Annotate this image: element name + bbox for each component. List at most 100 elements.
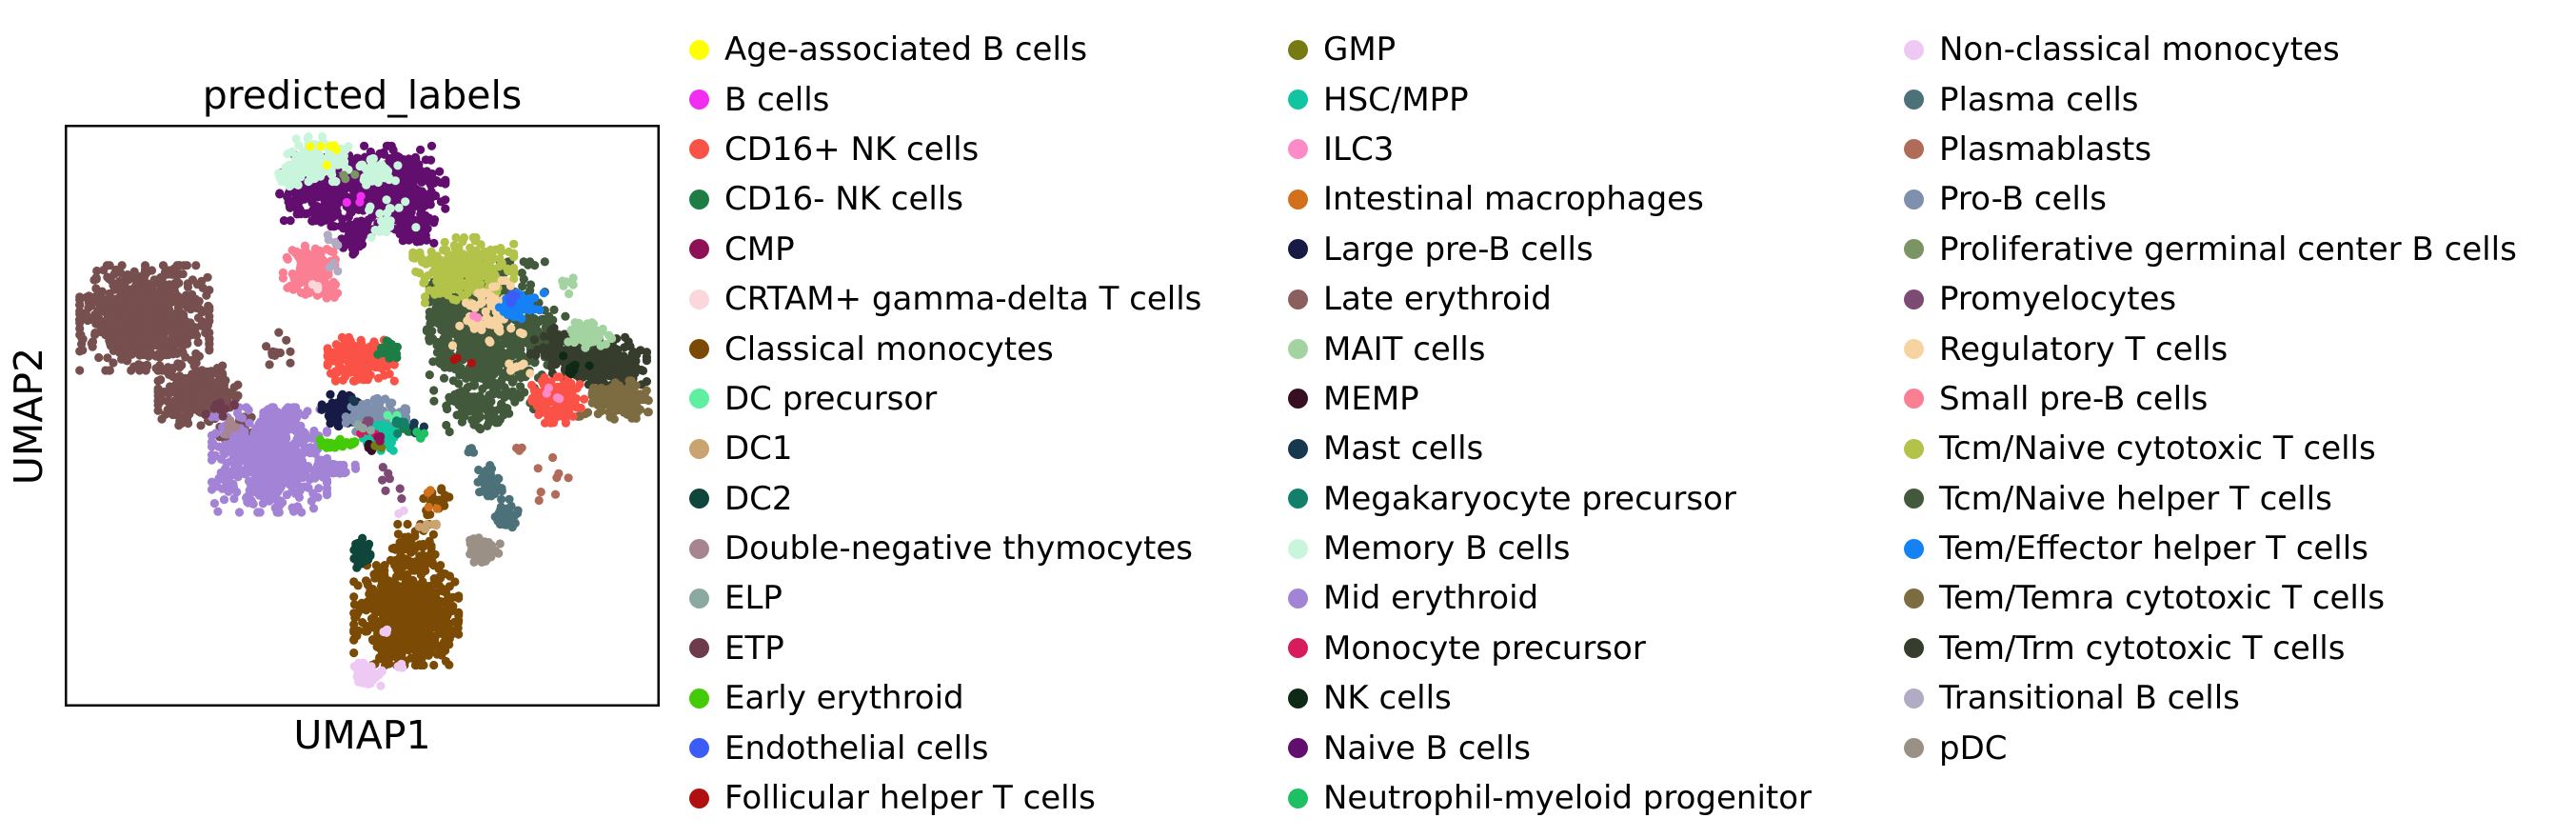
legend-item-label: GMP xyxy=(1323,30,1397,70)
cluster-mid-erythroid xyxy=(207,403,361,517)
legend-swatch-icon xyxy=(1904,738,1924,759)
legend-swatch-icon xyxy=(1904,638,1924,659)
legend-item: HSC/MPP xyxy=(1288,74,1812,124)
legend-swatch-icon xyxy=(1288,489,1308,509)
legend-swatch-icon xyxy=(1288,139,1308,160)
legend-swatch-icon xyxy=(689,90,709,110)
legend-item: Double-negative thymocytes xyxy=(689,524,1201,573)
legend-swatch-icon xyxy=(689,588,709,609)
legend-item-label: Pro-B cells xyxy=(1939,180,2107,219)
legend-swatch-icon xyxy=(1288,688,1308,708)
legend-item: Early erythroid xyxy=(689,673,1201,723)
legend-item: ELP xyxy=(689,573,1201,623)
legend-swatch-icon xyxy=(1288,189,1308,210)
legend-swatch-icon xyxy=(1904,538,1924,559)
legend-item: CD16- NK cells xyxy=(689,174,1201,224)
legend-item-label: Tcm/Naive helper T cells xyxy=(1939,479,2332,518)
legend-swatch-icon xyxy=(1904,289,1924,309)
legend-item-label: B cells xyxy=(724,80,830,119)
legend-item: Mid erythroid xyxy=(1288,573,1812,623)
legend-item-label: CRTAM+ gamma-delta T cells xyxy=(724,280,1202,319)
legend-item-label: Neutrophil-myeloid progenitor xyxy=(1323,779,1813,818)
legend-column-1: Age-associated B cells B cells CD16+ NK … xyxy=(689,25,1201,823)
cluster-double-negative-thymocytes xyxy=(222,415,241,439)
legend-item: Megakaryocyte precursor xyxy=(1288,474,1812,524)
legend-item-label: Proliferative germinal center B cells xyxy=(1939,229,2517,269)
cluster-b-cells xyxy=(342,191,366,208)
legend-item: Mast cells xyxy=(1288,424,1812,473)
legend-item-label: Endothelial cells xyxy=(724,728,989,768)
legend-item: Tem/Temra cytotoxic T cells xyxy=(1904,573,2517,623)
cluster-late-erythroid xyxy=(75,261,295,449)
legend-item: NK cells xyxy=(1288,673,1812,723)
legend-item: Late erythroid xyxy=(1288,274,1812,324)
legend-item-label: Follicular helper T cells xyxy=(724,779,1096,818)
legend-swatch-icon xyxy=(1904,389,1924,409)
legend-swatch-icon xyxy=(689,788,709,808)
legend-item-label: Mid erythroid xyxy=(1323,579,1539,618)
cluster-plasmablasts xyxy=(512,443,573,506)
cluster-plasma-cells xyxy=(464,444,523,532)
cluster-proliferative-germinal-center-b-cells xyxy=(339,170,360,184)
cluster-memory-b-cells xyxy=(274,131,421,242)
legend-item-label: Transitional B cells xyxy=(1939,679,2240,718)
x-axis-label: UMAP1 xyxy=(293,712,431,758)
legend-item-label: Intestinal macrophages xyxy=(1323,180,1704,219)
legend-item: B cells xyxy=(689,74,1201,124)
legend-item: MEMP xyxy=(1288,374,1812,424)
legend-item-label: CD16+ NK cells xyxy=(724,130,980,169)
legend-item: GMP xyxy=(1288,25,1812,74)
legend-item: Tem/Effector helper T cells xyxy=(1904,524,2517,573)
legend-swatch-icon xyxy=(689,239,709,260)
legend-swatch-icon xyxy=(689,339,709,360)
legend-item-label: Plasmablasts xyxy=(1939,130,2152,169)
legend-swatch-icon xyxy=(689,289,709,309)
legend-item: pDC xyxy=(1904,723,2517,772)
cluster-follicular-helper-t-cells xyxy=(449,353,476,368)
legend-item-label: Age-associated B cells xyxy=(724,30,1088,70)
legend-swatch-icon xyxy=(689,638,709,659)
legend-swatch-icon xyxy=(1904,438,1924,459)
legend-item-label: CD16- NK cells xyxy=(724,180,964,219)
legend-item-label: DC1 xyxy=(724,429,793,469)
cluster-cmp xyxy=(373,431,386,446)
cluster-dc1 xyxy=(414,519,441,533)
legend-item-label: NK cells xyxy=(1323,679,1452,718)
legend-swatch-icon xyxy=(1288,588,1308,609)
cluster-early-erythroid xyxy=(315,434,360,452)
legend-swatch-icon xyxy=(1288,90,1308,110)
cluster-tem-temra-cytotoxic-t-cells xyxy=(573,376,653,424)
cluster-tcm-naive-cytotoxic-t-cells xyxy=(408,232,519,308)
legend-swatch-icon xyxy=(1904,489,1924,509)
legend-item-label: Double-negative thymocytes xyxy=(724,529,1193,569)
plot-title: predicted_labels xyxy=(202,72,523,118)
legend-item-label: DC2 xyxy=(724,479,793,518)
legend-item-label: ILC3 xyxy=(1323,130,1395,169)
cluster-nk-cells xyxy=(559,351,594,379)
legend-item: Regulatory T cells xyxy=(1904,324,2517,373)
legend-swatch-icon xyxy=(689,738,709,759)
legend-swatch-icon xyxy=(1904,239,1924,260)
cluster-mait-cells xyxy=(558,273,617,352)
cluster-ilc3 xyxy=(469,311,565,404)
legend-swatch-icon xyxy=(1288,289,1308,309)
legend-item-label: Plasma cells xyxy=(1939,80,2139,119)
cluster-endothelial-cells xyxy=(505,289,521,309)
legend-item: Classical monocytes xyxy=(689,324,1201,373)
y-axis-label: UMAP2 xyxy=(6,347,51,486)
legend-item: DC1 xyxy=(689,424,1201,473)
legend-item-label: Tem/Effector helper T cells xyxy=(1939,529,2368,569)
legend-item: Proliferative germinal center B cells xyxy=(1904,225,2517,274)
cluster-megakaryocyte-precursor xyxy=(391,416,409,438)
legend-item-label: Memory B cells xyxy=(1323,529,1571,569)
legend-swatch-icon xyxy=(1288,438,1308,459)
legend-item: Non-classical monocytes xyxy=(1904,25,2517,74)
legend-item: Tcm/Naive cytotoxic T cells xyxy=(1904,424,2517,473)
legend-swatch-icon xyxy=(689,538,709,559)
legend-swatch-icon xyxy=(1904,189,1924,210)
legend-swatch-icon xyxy=(689,489,709,509)
cluster-promyelocytes xyxy=(363,416,406,504)
legend-item-label: Monocyte precursor xyxy=(1323,628,1646,668)
legend-item: Memory B cells xyxy=(1288,524,1812,573)
